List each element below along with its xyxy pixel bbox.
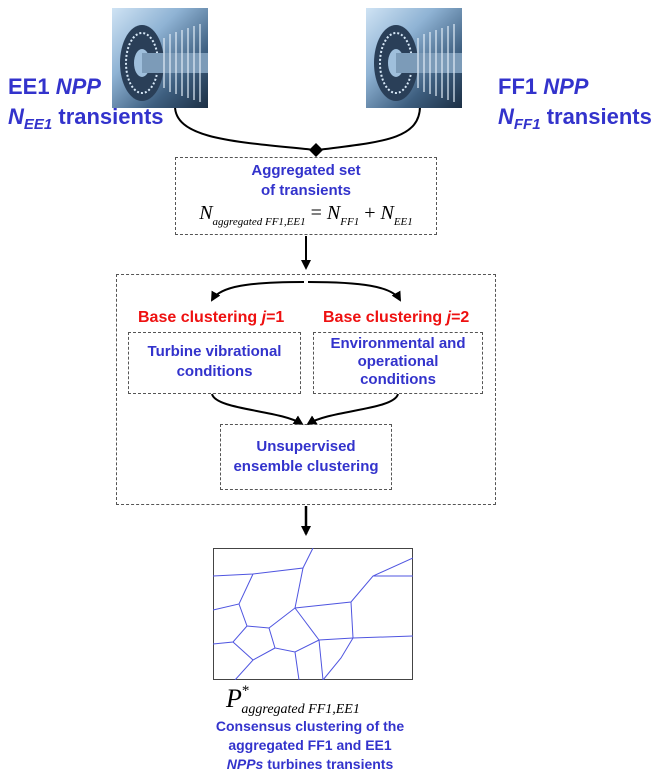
formula-t1-sub: FF1 (340, 216, 360, 228)
left-plant-npp: NPP (55, 74, 101, 99)
caption-line2: aggregated FF1 and EE1 (228, 737, 392, 753)
right-plant-transients: NFF1 transients (498, 104, 651, 138)
aggregated-set-box: Aggregated set of transients Naggregated… (175, 157, 437, 235)
base2-prefix: Base clustering (323, 309, 447, 326)
formula-lhs-sub: aggregated FF1,EE1 (212, 216, 306, 228)
left-plant-name: EE1 (8, 74, 50, 99)
consensus-symbol: P* aggregated FF1,EE1 (226, 683, 368, 717)
right-n-symbol: N (498, 104, 514, 129)
base2-desc-line2: operational (357, 353, 439, 370)
symbol-sub: aggregated FF1,EE1 (241, 702, 360, 717)
symbol-star: * (241, 683, 250, 700)
base2-suffix: =2 (451, 309, 470, 326)
caption-line1: Consensus clustering of the (215, 718, 405, 734)
formula-plus: + (364, 202, 376, 224)
base-clustering-2-box: Environmental and operational conditions (313, 332, 483, 394)
formula-eq: = (310, 202, 322, 224)
base2-j: j (446, 309, 452, 326)
consensus-partition-image (213, 548, 413, 680)
right-merge-curve (317, 105, 421, 151)
left-n-sub: EE1 (23, 116, 53, 133)
base1-suffix: =1 (266, 309, 285, 326)
right-plant-name: FF1 (498, 74, 538, 99)
merge-diamond (309, 143, 323, 157)
clustering-container (116, 274, 496, 505)
aggregated-formula: Naggregated FF1,EE1 = NFF1 + NEE1 (176, 202, 436, 228)
base1-prefix: Base clustering (138, 309, 262, 326)
left-transients-word: transients (58, 104, 164, 129)
aggregated-title-line2: of transients (260, 182, 351, 199)
aggregated-title-line1: Aggregated set (251, 162, 361, 179)
formula-lhs: N (199, 202, 213, 224)
caption-line3-rest: turbines transients (263, 756, 394, 772)
formula-t2-sub: EE1 (393, 216, 413, 228)
left-merge-curve (174, 105, 316, 151)
base2-desc-line3: conditions (360, 371, 436, 388)
caption-line3: NPPs turbines transients (150, 756, 470, 772)
left-plant-label: EE1 NPP (8, 74, 101, 100)
base1-desc-line2: conditions (176, 363, 253, 380)
base-clustering-1-box: Turbine vibrational conditions (128, 332, 301, 394)
right-n-sub: FF1 (513, 116, 541, 133)
right-turbine-image (366, 8, 462, 108)
formula-t2: N (380, 202, 394, 224)
right-plant-label: FF1 NPP (498, 74, 589, 100)
base2-desc-line1: Environmental and (330, 335, 466, 352)
base1-desc-line1: Turbine vibrational (147, 343, 282, 360)
left-n-symbol: N (8, 104, 24, 129)
right-transients-word: transients (546, 104, 651, 129)
ensemble-line1: Unsupervised (256, 438, 356, 455)
right-plant-npp: NPP (543, 74, 589, 99)
base1-j: j (261, 309, 267, 326)
left-turbine-image (112, 8, 208, 108)
ensemble-line2: ensemble clustering (233, 458, 379, 475)
left-plant-transients: NEE1 transients (8, 104, 164, 138)
base-clustering-2-title: Base clustering j=2 (323, 309, 469, 327)
formula-t1: N (326, 202, 341, 224)
ensemble-clustering-box: Unsupervised ensemble clustering (220, 424, 392, 490)
base-clustering-1-title: Base clustering j=1 (138, 309, 284, 327)
symbol-p: P (226, 684, 242, 713)
caption-npps: NPPs (226, 756, 264, 772)
